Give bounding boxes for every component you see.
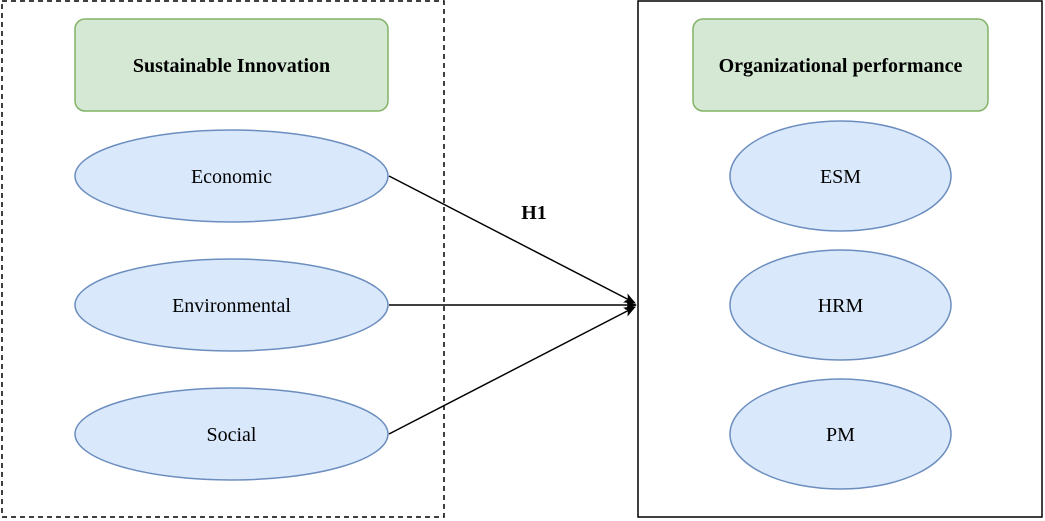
sustainable-innovation-title-box (74, 18, 389, 112)
environmental-node (74, 258, 389, 352)
organizational-performance-group (637, 0, 1043, 518)
economic-node (74, 129, 389, 223)
environmental-label: Environmental (172, 295, 291, 317)
esm-label: ESM (820, 166, 861, 188)
economic-label: Economic (191, 166, 272, 188)
social-to-performance-arrow (388, 306, 636, 435)
hypothesis-label: H1 (521, 202, 547, 224)
social-node (74, 387, 389, 481)
esm-node (729, 120, 952, 232)
pm-label: PM (826, 424, 855, 446)
sustainable-innovation-group (1, 0, 445, 518)
social-label: Social (207, 424, 257, 446)
organizational-performance-title-box (692, 18, 989, 112)
pm-node (729, 378, 952, 490)
economic-to-performance-arrow (388, 175, 636, 304)
hrm-node (729, 249, 952, 361)
organizational-performance-title: Organizational performance (719, 55, 963, 77)
hrm-label: HRM (818, 295, 864, 317)
sustainable-innovation-title: Sustainable Innovation (133, 55, 330, 77)
